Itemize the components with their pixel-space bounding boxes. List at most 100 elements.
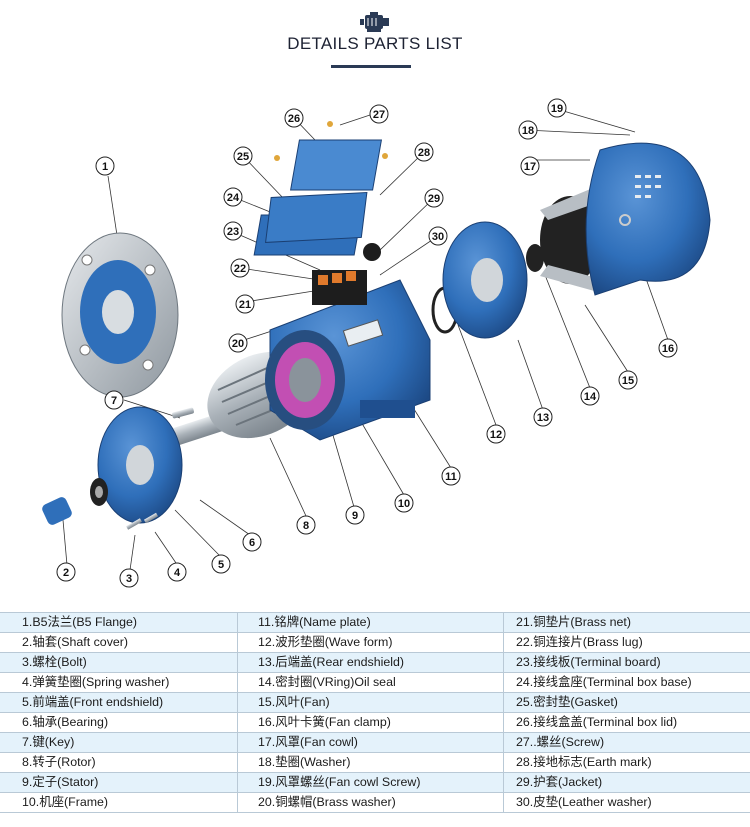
svg-text:19: 19: [551, 103, 563, 115]
callout-19: 19: [547, 98, 567, 118]
callout-10: 10: [394, 493, 414, 513]
table-row: 5.前端盖(Front endshield) 15.风叶(Fan) 25.密封垫…: [0, 692, 750, 713]
callout-5: 5: [211, 554, 231, 574]
callout-17: 17: [520, 156, 540, 176]
table-cell: 20.铜螺帽(Brass washer): [237, 792, 504, 813]
table-cell: 7.键(Key): [0, 732, 238, 753]
svg-text:7: 7: [111, 395, 117, 407]
callout-15: 15: [618, 370, 638, 390]
svg-text:16: 16: [662, 343, 674, 355]
b5-flange-part: [61, 232, 179, 398]
callout-16: 16: [658, 338, 678, 358]
table-cell: 24.接线盒座(Terminal box base): [503, 672, 750, 693]
table-cell: 23.接线板(Terminal board): [503, 652, 750, 673]
table-row: 10.机座(Frame) 20.铜螺帽(Brass washer) 30.皮垫(…: [0, 792, 750, 813]
svg-text:5: 5: [218, 559, 224, 571]
table-cell: 6.轴承(Bearing): [0, 712, 238, 733]
callout-3: 3: [119, 568, 139, 588]
table-row: 1.B5法兰(B5 Flange) 11.铭牌(Name plate) 21.铜…: [0, 612, 750, 633]
svg-text:15: 15: [622, 375, 634, 387]
header: DETAILS PARTS LIST: [0, 0, 750, 80]
svg-text:6: 6: [249, 537, 255, 549]
rear-endshield-part: [442, 221, 528, 339]
table-cell: 4.弹簧垫圈(Spring washer): [0, 672, 238, 693]
table-cell: 3.螺栓(Bolt): [0, 652, 238, 673]
callout-9: 9: [345, 505, 365, 525]
callout-7: 7: [104, 390, 124, 410]
callout-27: 27: [369, 104, 389, 124]
front-endshield-part: [97, 406, 183, 524]
table-row: 9.定子(Stator) 19.风罩螺丝(Fan cowl Screw) 29.…: [0, 772, 750, 793]
table-row: 6.轴承(Bearing) 16.风叶卡簧(Fan clamp) 26.接线盒盖…: [0, 712, 750, 733]
table-cell: 28.接地标志(Earth mark): [503, 752, 750, 773]
svg-text:4: 4: [174, 567, 181, 579]
svg-text:23: 23: [227, 226, 239, 238]
callout-6: 6: [242, 532, 262, 552]
callout-23: 23: [223, 221, 243, 241]
table-cell: 25.密封垫(Gasket): [503, 692, 750, 713]
motor-icon: [360, 12, 389, 32]
fan-clamp-part: [619, 214, 631, 226]
callout-11: 11: [441, 466, 461, 486]
svg-text:20: 20: [232, 338, 244, 350]
svg-text:11: 11: [445, 471, 457, 483]
bolt-part: [126, 518, 142, 530]
table-cell: 11.铭牌(Name plate): [237, 612, 504, 633]
title-underline: [331, 65, 411, 68]
svg-text:22: 22: [234, 263, 246, 275]
svg-text:2: 2: [63, 567, 69, 579]
svg-text:27: 27: [373, 109, 385, 121]
table-cell: 22.铜连接片(Brass lug): [503, 632, 750, 653]
table-row: 3.螺栓(Bolt) 13.后端盖(Rear endshield) 23.接线板…: [0, 652, 750, 673]
callout-24: 24: [223, 187, 243, 207]
svg-text:17: 17: [524, 161, 536, 173]
fan-cowl-part: [585, 142, 711, 296]
svg-text:1: 1: [102, 161, 108, 173]
svg-text:28: 28: [418, 147, 430, 159]
callout-30: 30: [428, 226, 448, 246]
table-cell: 29.护套(Jacket): [503, 772, 750, 793]
jacket-part: [363, 243, 381, 261]
table-row: 2.轴套(Shaft cover) 12.波形垫圈(Wave form) 22.…: [0, 632, 750, 653]
frame-part: [265, 279, 431, 441]
callout-28: 28: [414, 142, 434, 162]
callout-markers: 1 2 3 4 5 6 7 8 9 10 11 12 13 14 15 16 1…: [56, 98, 678, 588]
table-cell: 13.后端盖(Rear endshield): [237, 652, 504, 673]
key-part: [172, 407, 194, 419]
callout-22: 22: [230, 258, 250, 278]
svg-text:12: 12: [490, 429, 502, 441]
svg-text:9: 9: [352, 510, 358, 522]
table-cell: 27..螺丝(Screw): [503, 732, 750, 753]
table-row: 8.转子(Rotor) 18.垫圈(Washer) 28.接地标志(Earth …: [0, 752, 750, 773]
svg-text:30: 30: [432, 231, 444, 243]
table-cell: 15.风叶(Fan): [237, 692, 504, 713]
svg-text:25: 25: [237, 151, 249, 163]
callout-20: 20: [228, 333, 248, 353]
callout-29: 29: [424, 188, 444, 208]
parts-list-table: 1.B5法兰(B5 Flange) 11.铭牌(Name plate) 21.铜…: [0, 612, 750, 813]
table-cell: 2.轴套(Shaft cover): [0, 632, 238, 653]
table-cell: 17.风罩(Fan cowl): [237, 732, 504, 753]
callout-25: 25: [233, 146, 253, 166]
terminal-box-part: [253, 121, 388, 305]
table-row: 7.键(Key) 17.风罩(Fan cowl) 27..螺丝(Screw): [0, 732, 750, 753]
table-cell: 8.转子(Rotor): [0, 752, 238, 773]
exploded-motor-diagram: 1 2 3 4 5 6 7 8 9 10 11 12 13 14 15 16 1…: [42, 98, 711, 588]
svg-text:3: 3: [126, 573, 132, 585]
spring-washer-part: [143, 512, 159, 524]
table-cell: 16.风叶卡簧(Fan clamp): [237, 712, 504, 733]
svg-text:29: 29: [428, 193, 440, 205]
table-cell: 18.垫圈(Washer): [237, 752, 504, 773]
table-cell: 21.铜垫片(Brass net): [503, 612, 750, 633]
svg-text:10: 10: [398, 498, 410, 510]
table-cell: 30.皮垫(Leather washer): [503, 792, 750, 813]
callout-1: 1: [95, 156, 115, 176]
callout-14: 14: [580, 386, 600, 406]
callout-13: 13: [533, 407, 553, 427]
page-title: DETAILS PARTS LIST: [287, 34, 463, 53]
callout-18: 18: [518, 120, 538, 140]
table-cell: 12.波形垫圈(Wave form): [237, 632, 504, 653]
table-cell: 10.机座(Frame): [0, 792, 238, 813]
callout-4: 4: [167, 562, 187, 582]
svg-text:14: 14: [584, 391, 597, 403]
